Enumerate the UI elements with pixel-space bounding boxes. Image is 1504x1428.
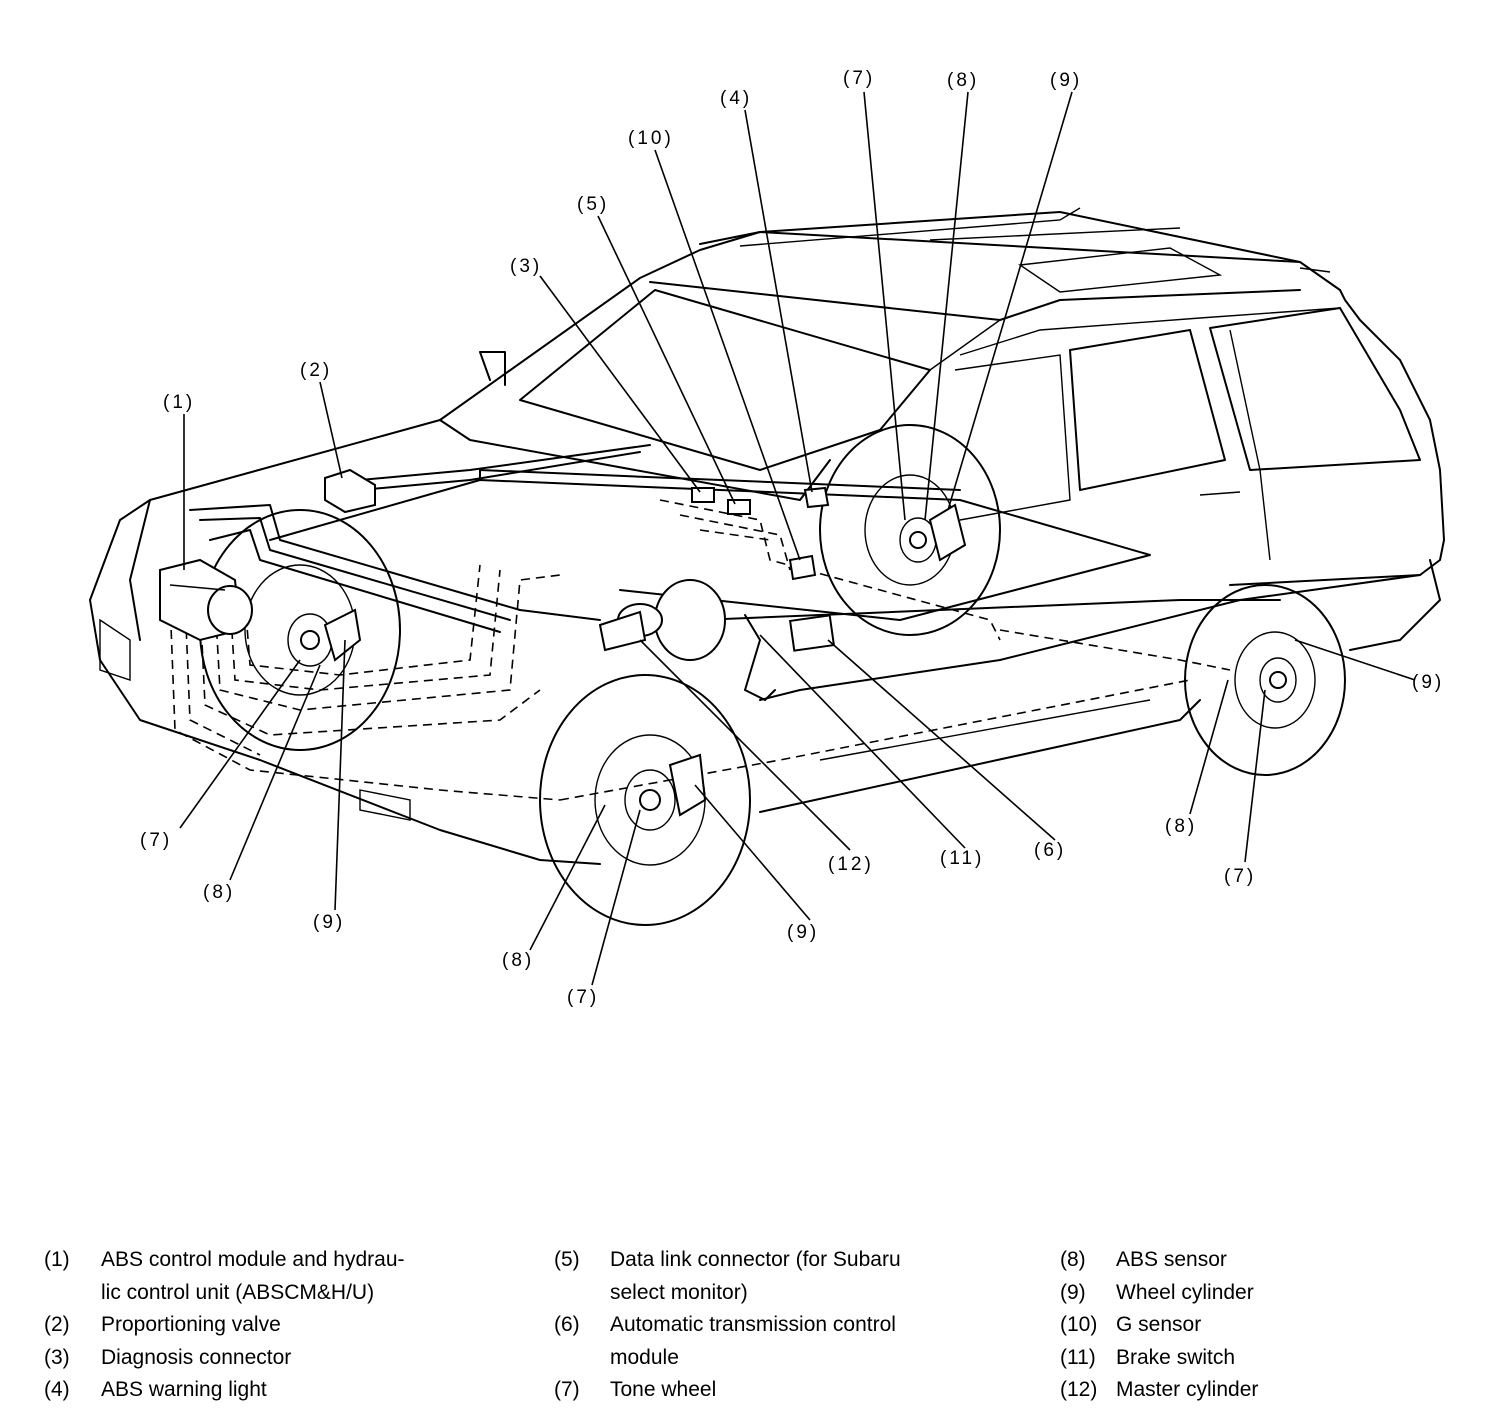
callout-leaders <box>179 91 1416 986</box>
callout-3: (3) <box>510 256 542 277</box>
callout-5: (5) <box>577 194 609 215</box>
abs-components <box>159 468 836 701</box>
callout-12: (12) <box>828 854 874 875</box>
callout-labels: (1) (2) (3) (5) (10) (4) (7) (8) (9) (7)… <box>140 68 1444 1008</box>
legend-item: (9)Wheel cylinder <box>1060 1280 1254 1304</box>
legend-item: module <box>610 1345 679 1369</box>
wheels <box>199 424 1346 926</box>
callout-2: (2) <box>300 360 332 381</box>
callout-7-front-right: (7) <box>567 987 599 1008</box>
legend-column-2: (5)Data link connector (for Subaru selec… <box>554 1244 901 1407</box>
legend-item: (11)Brake switch <box>1060 1345 1236 1369</box>
legend-item: (2)Proportioning valve <box>44 1313 281 1336</box>
legend-item: (12)Master cylinder <box>1060 1378 1259 1401</box>
callout-7-front-left: (7) <box>140 830 172 851</box>
legend-item: (10)G sensor <box>1060 1313 1202 1336</box>
brake-booster-master-cylinder <box>598 579 726 661</box>
callout-10: (10) <box>628 128 674 149</box>
legend-item: (6)Automatic transmission control <box>554 1313 896 1336</box>
legend-item: (1)ABS control module and hydrau- <box>44 1248 405 1271</box>
callout-8-front-left: (8) <box>203 882 235 903</box>
callout-11: (11) <box>940 848 984 869</box>
callout-9-rear-right: (9) <box>1412 672 1444 693</box>
legend-item: (8)ABS sensor <box>1060 1248 1227 1271</box>
rear-left-wheel <box>819 424 1001 636</box>
data-link-connector <box>727 499 751 515</box>
abs-component-layout-diagram: (1) (2) (3) (5) (10) (4) (7) (8) (9) (7)… <box>89 68 1445 1008</box>
legend-item: lic control unit (ABSCM&H/U) <box>101 1280 375 1304</box>
component-legend: (1)ABS control module and hydrau- lic co… <box>44 1244 1484 1420</box>
callout-9-front-right: (9) <box>787 922 819 943</box>
legend-item: (4)ABS warning light <box>44 1378 267 1401</box>
legend-item: (5)Data link connector (for Subaru <box>554 1248 901 1271</box>
legend-column-1: (1)ABS control module and hydrau- lic co… <box>44 1244 405 1407</box>
legend-item: select monitor) <box>610 1280 748 1304</box>
callout-7-top: (7) <box>843 68 875 89</box>
transmission-control-module <box>788 614 836 652</box>
diagnosis-connector <box>691 487 715 503</box>
proportioning-valve <box>324 468 376 514</box>
callout-8-top: (8) <box>947 70 979 91</box>
abs-hydraulic-unit <box>159 558 253 642</box>
callout-8-front-right: (8) <box>502 950 534 971</box>
callout-4: (4) <box>720 88 752 109</box>
front-right-wheel <box>539 674 751 926</box>
rear-right-wheel <box>1184 584 1346 776</box>
brake-pedal <box>744 614 776 701</box>
legend-column-3: (8)ABS sensor (9)Wheel cylinder (10)G se… <box>1060 1244 1258 1407</box>
callout-6: (6) <box>1034 840 1066 861</box>
legend-item: (3)Diagnosis connector <box>44 1345 292 1369</box>
callout-7-rear-right: (7) <box>1224 866 1256 887</box>
callout-8-rear-right: (8) <box>1165 816 1197 837</box>
callout-9-front-left: (9) <box>313 912 345 933</box>
legend-item: (7)Tone wheel <box>554 1378 717 1401</box>
vehicle-body-outline <box>89 207 1445 865</box>
callout-1: (1) <box>163 392 195 413</box>
g-sensor <box>788 554 817 581</box>
callout-9-top: (9) <box>1050 70 1082 91</box>
abs-warning-light <box>803 486 830 509</box>
